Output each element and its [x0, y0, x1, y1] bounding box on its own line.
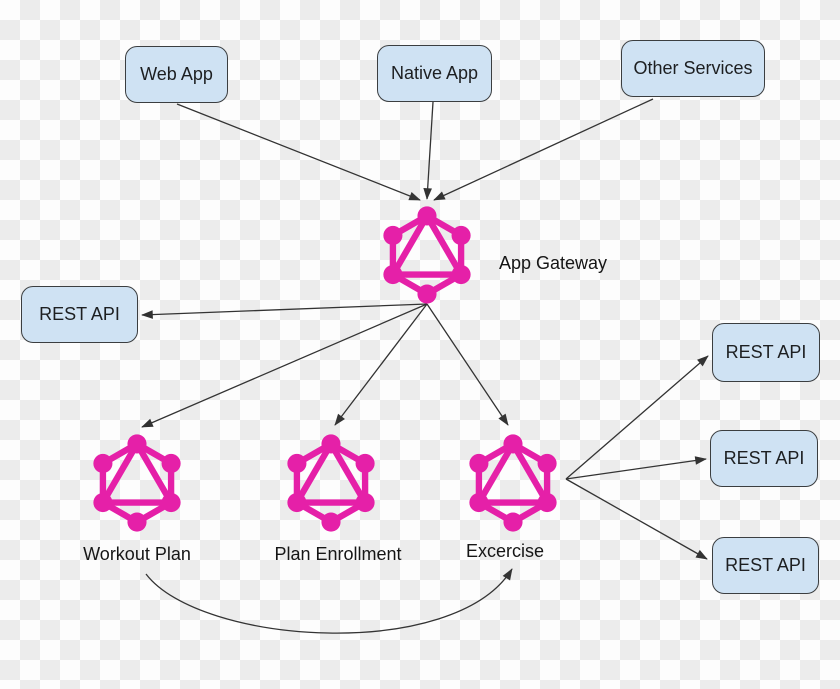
arrow-workout-plan-to-excercise-curved [145, 568, 513, 634]
node-box-rest-api-right-3: REST API [712, 537, 819, 594]
label-app-gateway: App Gateway [499, 253, 608, 273]
graphql-logo-icon [467, 433, 559, 533]
node-box-rest-api-left: REST API [21, 286, 138, 343]
node-label: Other Services [633, 58, 753, 78]
graphql-logo-icon [381, 205, 473, 305]
node-box-web-app: Web App [125, 46, 228, 103]
graphql-logo-icon [91, 433, 183, 533]
node-box-rest-api-right-2: REST API [710, 430, 818, 487]
arrow-excercise-to-rest-api-1 [565, 355, 709, 480]
arrow-native-app-to-gateway [423, 101, 434, 200]
label-excercise: Excercise [465, 541, 545, 561]
node-box-native-app: Native App [377, 45, 492, 102]
node-label: REST API [723, 448, 805, 468]
arrow-web-app-to-gateway [176, 103, 421, 201]
arrow-gateway-to-rest-api-left [141, 303, 428, 319]
node-box-rest-api-right-1: REST API [712, 323, 820, 382]
node-label: REST API [725, 555, 806, 575]
label-plan-enrollment: Plan Enrollment [274, 544, 402, 564]
arrow-excercise-to-rest-api-2 [565, 456, 707, 480]
graphql-logo-icon [285, 433, 377, 533]
arrow-other-services-to-gateway [433, 98, 654, 201]
arrow-gateway-to-plan-enrollment [334, 303, 428, 426]
label-workout-plan: Workout Plan [83, 544, 191, 564]
node-label: Native App [390, 63, 479, 83]
arrow-gateway-to-workout-plan [141, 303, 428, 428]
node-box-other-services: Other Services [621, 40, 765, 97]
arrow-excercise-to-rest-api-3 [565, 478, 708, 560]
node-label: REST API [39, 304, 120, 324]
node-label: Web App [140, 64, 213, 84]
node-label: REST API [725, 342, 807, 362]
arrow-gateway-to-excercise [426, 303, 509, 426]
